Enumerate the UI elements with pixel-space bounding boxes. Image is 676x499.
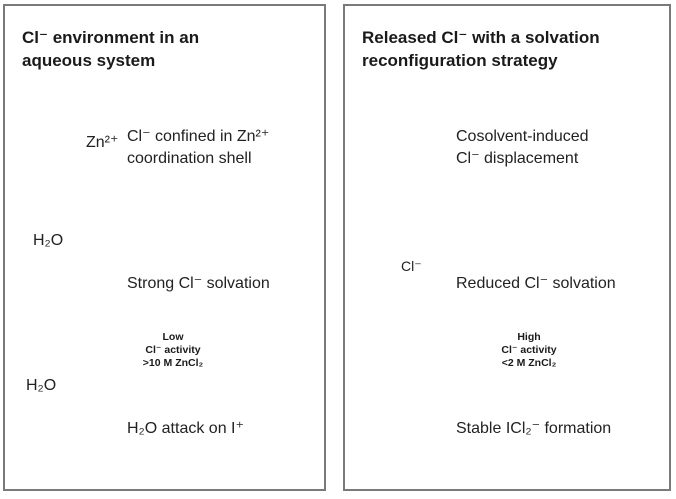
left-row2-text: Strong Cl⁻ solvation	[127, 275, 270, 292]
left-panel	[3, 4, 326, 491]
water-label-row3: H₂O	[26, 377, 57, 394]
left-title-line1: Cl⁻ environment in an	[22, 28, 200, 47]
right-row1-text-line2: Cl⁻ displacement	[456, 150, 579, 167]
right-title-line1: Released Cl⁻ with a solvation	[362, 28, 600, 47]
right-row2-text: Reduced Cl⁻ solvation	[456, 275, 616, 292]
chloride-label: Cl⁻	[401, 258, 422, 274]
left-title-line2: aqueous system	[22, 51, 156, 70]
high-activity-line1: High	[517, 331, 541, 343]
water-label: H₂O	[33, 232, 64, 249]
left-row1-text-line1: Cl⁻ confined in Zn²⁺	[127, 128, 270, 145]
left-row1-text-line2: coordination shell	[127, 150, 252, 167]
right-title-line2: reconfiguration strategy	[362, 51, 558, 70]
iodine-label: I⁺	[59, 414, 68, 426]
low-activity-line3: >10 M ZnCl₂	[142, 357, 204, 369]
high-activity-line2: Cl⁻ activity	[501, 344, 557, 356]
right-row1-text-line1: Cosolvent-induced	[456, 128, 589, 145]
zn-ion-label: Zn²⁺	[86, 134, 119, 151]
left-row3-text: H₂O attack on I⁺	[127, 420, 244, 437]
right-panel	[343, 4, 671, 491]
low-activity-line1: Low	[162, 331, 184, 343]
low-activity-line2: Cl⁻ activity	[145, 344, 201, 356]
iodine-label-right: I⁺	[402, 417, 411, 429]
right-row3-text: Stable ICl₂⁻ formation	[456, 420, 612, 437]
high-activity-line3: <2 M ZnCl₂	[501, 357, 557, 369]
